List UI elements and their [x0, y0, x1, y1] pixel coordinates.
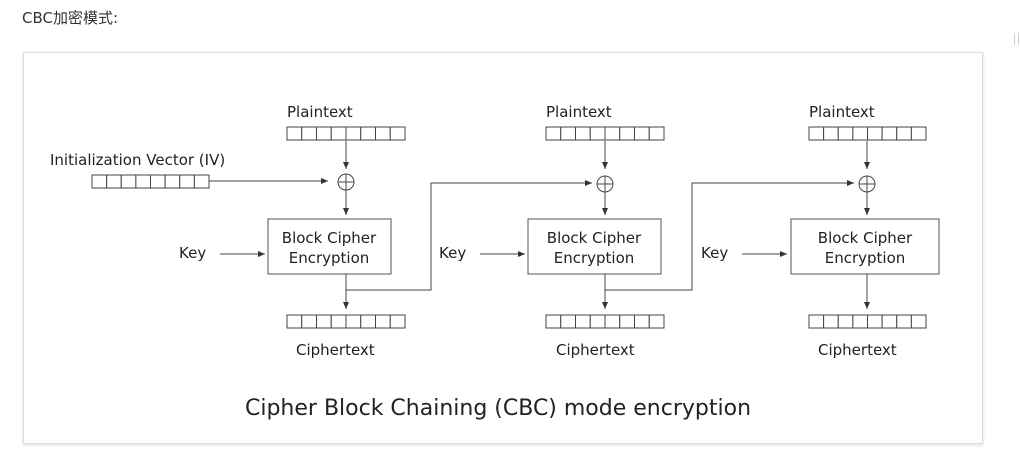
block-cell — [852, 126, 869, 141]
block-cell — [389, 314, 406, 329]
block-cell — [375, 126, 391, 141]
stage-1-ciphertext-label: Ciphertext — [296, 341, 375, 359]
block-cell — [837, 314, 854, 329]
stage-3-ciphertext-label: Ciphertext — [818, 341, 897, 359]
stage-2-cipher-line2: Encryption — [554, 249, 635, 267]
block-cell — [910, 314, 927, 329]
block-cell — [837, 126, 854, 141]
block-cell — [91, 174, 108, 189]
block-cell — [896, 126, 912, 141]
page-heading: CBC加密模式: — [22, 9, 119, 27]
block-cell — [360, 126, 376, 141]
block-cell — [881, 126, 898, 141]
cbc-diagram-figure: Initialization Vector (IV) Plaintext Blo… — [23, 52, 983, 444]
stage-3: Plaintext Block Cipher Encryption Key Ci… — [701, 103, 940, 359]
stage-1-xor-icon — [337, 173, 355, 191]
block-cell — [575, 314, 591, 329]
block-cell — [648, 126, 665, 141]
block-cell — [316, 126, 332, 141]
block-cell — [301, 314, 317, 329]
stage-1-plaintext-label: Plaintext — [287, 103, 353, 121]
block-cell — [648, 314, 665, 329]
stage-3-cipher-line2: Encryption — [825, 249, 906, 267]
stage-3-cipher-line1: Block Cipher — [818, 229, 913, 247]
stage-1-ciphertext-block — [286, 314, 406, 329]
stage-1-plaintext-block — [286, 126, 406, 141]
stage-3-plaintext-label: Plaintext — [809, 103, 875, 121]
block-cell — [179, 174, 195, 189]
stage-3-xor-icon — [858, 175, 876, 193]
block-cell — [345, 126, 362, 141]
block-cell — [604, 314, 621, 329]
stage-2: Plaintext Block Cipher Encryption Key Ci… — [439, 103, 854, 359]
chain-arrow-1-to-2 — [346, 180, 592, 291]
block-cell — [330, 314, 347, 329]
block-cell — [286, 126, 303, 141]
block-cell — [560, 126, 576, 141]
stage-3-ciphertext-block — [808, 314, 927, 329]
block-cell — [604, 126, 621, 141]
block-cell — [619, 314, 635, 329]
stage-1: Plaintext Block Cipher Encryption Key Ci… — [179, 103, 592, 359]
stage-3-plaintext-block — [808, 126, 927, 141]
block-cell — [330, 126, 347, 141]
block-cell — [301, 126, 317, 141]
stage-1-key-label: Key — [179, 244, 206, 262]
stage-2-plaintext-block — [545, 126, 665, 141]
block-cell — [634, 126, 650, 141]
cbc-diagram-svg: Initialization Vector (IV) Plaintext Blo… — [50, 103, 940, 421]
stage-2-key-label: Key — [439, 244, 466, 262]
iv-block — [91, 174, 210, 189]
block-cell — [589, 126, 606, 141]
stage-3-cipher-box — [790, 218, 940, 275]
block-cell — [910, 126, 927, 141]
block-cell — [619, 126, 635, 141]
block-cell — [106, 174, 122, 189]
stage-1-cipher-line2: Encryption — [289, 249, 370, 267]
stage-2-ciphertext-label: Ciphertext — [556, 341, 635, 359]
block-cell — [316, 314, 332, 329]
block-cell — [193, 174, 210, 189]
iv-label: Initialization Vector (IV) — [50, 151, 225, 169]
stage-3-key-label: Key — [701, 244, 728, 262]
block-cell — [360, 314, 376, 329]
block-cell — [867, 126, 883, 141]
block-cell — [150, 174, 166, 189]
block-cell — [345, 314, 362, 329]
block-cell — [852, 314, 869, 329]
stage-1-cipher-box — [267, 218, 392, 275]
block-cell — [560, 314, 576, 329]
block-cell — [286, 314, 303, 329]
block-cell — [375, 314, 391, 329]
scroll-edge-marker — [1014, 33, 1019, 45]
block-cell — [823, 314, 839, 329]
block-cell — [823, 126, 839, 141]
block-cell — [808, 314, 825, 329]
block-cell — [545, 314, 562, 329]
diagram-title: Cipher Block Chaining (CBC) mode encrypt… — [245, 396, 751, 421]
block-cell — [634, 314, 650, 329]
stage-1-cipher-line1: Block Cipher — [282, 229, 377, 247]
block-cell — [881, 314, 898, 329]
block-cell — [120, 174, 137, 189]
block-cell — [808, 126, 825, 141]
block-cell — [867, 314, 883, 329]
chain-arrow-2-to-3 — [605, 180, 854, 291]
stage-2-xor-icon — [596, 175, 614, 193]
stage-2-cipher-line1: Block Cipher — [547, 229, 642, 247]
block-cell — [389, 126, 406, 141]
block-cell — [135, 174, 152, 189]
block-cell — [589, 314, 606, 329]
stage-2-cipher-box — [527, 218, 662, 275]
block-cell — [575, 126, 591, 141]
block-cell — [545, 126, 562, 141]
block-cell — [896, 314, 912, 329]
block-cell — [164, 174, 181, 189]
stage-2-plaintext-label: Plaintext — [546, 103, 612, 121]
stage-2-ciphertext-block — [545, 314, 665, 329]
